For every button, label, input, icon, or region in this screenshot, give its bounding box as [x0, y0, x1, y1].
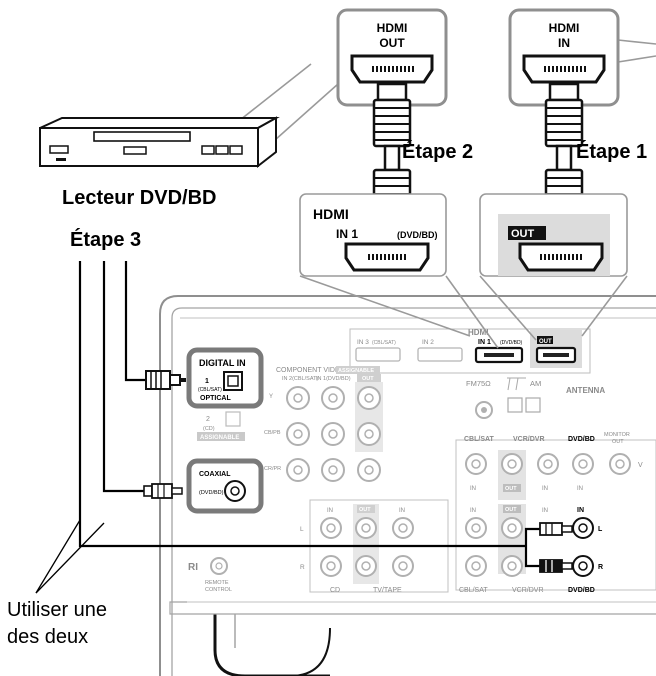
svg-text:IN: IN: [399, 508, 405, 514]
svg-text:OUT: OUT: [362, 376, 374, 382]
audio-cables: [35, 261, 540, 594]
svg-text:OUT: OUT: [505, 486, 517, 492]
svg-text:IN 2: IN 2: [422, 339, 434, 346]
svg-text:IN 3: IN 3: [357, 339, 369, 346]
svg-text:MONITOR: MONITOR: [604, 432, 630, 438]
svg-text:IN: IN: [542, 508, 548, 514]
svg-text:OUT: OUT: [379, 36, 405, 50]
analog-audio-plug-l: [539, 522, 573, 536]
svg-text:HDMI: HDMI: [313, 206, 349, 222]
svg-text:IN: IN: [558, 36, 570, 50]
svg-text:IN: IN: [327, 508, 333, 514]
panel-hdmi-header: HDMI: [468, 328, 488, 337]
analog-audio-plug-r: [539, 559, 573, 573]
svg-text:OUT: OUT: [612, 439, 624, 445]
svg-text:OUT: OUT: [511, 228, 535, 240]
panel-digital-in: DIGITAL IN 1 (CBL/SAT) OPTICAL 2 (CD) AS…: [186, 347, 264, 441]
hdmi-in-callout: HDMI IN: [508, 8, 620, 107]
svg-text:COMPONENT VIDEO: COMPONENT VIDEO: [276, 367, 346, 374]
svg-text:ASSIGNABLE: ASSIGNABLE: [338, 368, 374, 374]
panel-component-video: COMPONENT VIDEO ASSIGNABLE IN 2(CBL/SAT)…: [264, 366, 383, 482]
svg-text:CBL/SAT: CBL/SAT: [459, 587, 488, 594]
svg-text:(DVD/BD): (DVD/BD): [199, 490, 224, 496]
svg-text:(CBL/SAT): (CBL/SAT): [198, 387, 222, 393]
svg-text:CBL/SAT: CBL/SAT: [464, 436, 495, 443]
coaxial-cable-plug: [143, 483, 183, 499]
svg-text:CR/PR: CR/PR: [264, 466, 281, 472]
panel-hdmi-section: HDMI IN 3 (CBL/SAT) IN 2 IN 1 (DVD/BD) O…: [349, 328, 591, 374]
receiver-hdmi-inset: HDMI IN 1 (DVD/BD) OUT: [299, 193, 628, 277]
svg-text:L: L: [300, 526, 304, 533]
svg-text:IN 2(CBL/SAT): IN 2(CBL/SAT): [282, 376, 318, 382]
svg-text:OUT: OUT: [505, 507, 517, 513]
svg-text:IN: IN: [542, 486, 548, 492]
panel-av-jacks: CBL/SAT VCR/DVR DVD/BD MONITOR OUT V IN …: [455, 432, 656, 594]
svg-text:CD: CD: [330, 587, 340, 594]
svg-text:R: R: [598, 564, 603, 571]
svg-text:(CD): (CD): [203, 426, 215, 432]
svg-text:HDMI: HDMI: [549, 21, 580, 35]
svg-text:IN: IN: [577, 486, 583, 492]
svg-text:RI: RI: [188, 562, 198, 573]
receiver-back-panel: [159, 295, 656, 676]
svg-text:OPTICAL: OPTICAL: [200, 395, 231, 402]
svg-text:ANTENNA: ANTENNA: [566, 386, 605, 395]
svg-text:DVD/BD: DVD/BD: [568, 436, 595, 443]
svg-text:IN 1(DVD/BD): IN 1(DVD/BD): [316, 376, 351, 382]
panel-cd-tvtape: IN OUT IN L R CD TV/TAPE: [300, 499, 449, 594]
svg-text:L: L: [598, 526, 603, 533]
svg-text:1: 1: [205, 378, 209, 385]
svg-text:VCR/DVR: VCR/DVR: [512, 587, 544, 594]
optical-port: [223, 371, 243, 391]
svg-text:IN: IN: [470, 486, 476, 492]
optical-cable-plug: [145, 370, 186, 390]
svg-text:CONTROL: CONTROL: [205, 587, 232, 593]
step-2-label: Étape 2: [402, 140, 473, 163]
step-3-label: Étape 3: [70, 228, 141, 251]
svg-text:VCR/DVR: VCR/DVR: [513, 436, 545, 443]
dvd-audio-r-jack: [572, 555, 594, 577]
svg-text:(DVD/BD): (DVD/BD): [500, 340, 523, 346]
panel-antenna: FM75Ω AM ANTENNA: [466, 377, 605, 419]
svg-text:2: 2: [206, 416, 210, 423]
panel-remote-control: RI REMOTE CONTROL: [188, 557, 232, 593]
svg-text:AM: AM: [530, 379, 541, 388]
dvd-bd-player-icon: [39, 116, 280, 169]
svg-text:HDMI: HDMI: [377, 21, 408, 35]
svg-text:IN: IN: [577, 507, 584, 514]
svg-text:FM75Ω: FM75Ω: [466, 379, 491, 388]
hdmi-out-callout: HDMI OUT: [336, 8, 448, 107]
svg-text:DVD/BD: DVD/BD: [568, 587, 595, 594]
svg-text:Y: Y: [269, 394, 273, 400]
svg-text:R: R: [300, 564, 305, 571]
use-either-label-line1: Utiliser une: [7, 599, 107, 621]
use-either-label-line2: des deux: [7, 626, 88, 648]
svg-text:DIGITAL IN: DIGITAL IN: [199, 358, 246, 368]
svg-text:OUT: OUT: [539, 339, 552, 345]
dvd-player-label: Lecteur DVD/BD: [62, 187, 216, 209]
svg-text:CB/PB: CB/PB: [264, 430, 281, 436]
step-1-label: Étape 1: [576, 140, 647, 163]
svg-text:(CBL/SAT): (CBL/SAT): [372, 340, 396, 346]
svg-text:V: V: [638, 462, 643, 469]
svg-text:(DVD/BD): (DVD/BD): [397, 230, 438, 240]
svg-text:COAXIAL: COAXIAL: [199, 471, 231, 478]
panel-coaxial: COAXIAL (DVD/BD): [186, 458, 264, 514]
svg-text:ASSIGNABLE: ASSIGNABLE: [200, 435, 239, 441]
dvd-audio-l-jack: [572, 517, 594, 539]
svg-text:IN: IN: [470, 508, 476, 514]
svg-text:REMOTE: REMOTE: [205, 580, 229, 586]
svg-text:IN 1: IN 1: [336, 227, 358, 241]
svg-text:IN 1: IN 1: [478, 339, 491, 346]
svg-text:OUT: OUT: [359, 507, 371, 513]
callout-lines: [239, 39, 656, 349]
svg-text:TV/TAPE: TV/TAPE: [373, 587, 402, 594]
coaxial-port: [224, 480, 246, 502]
